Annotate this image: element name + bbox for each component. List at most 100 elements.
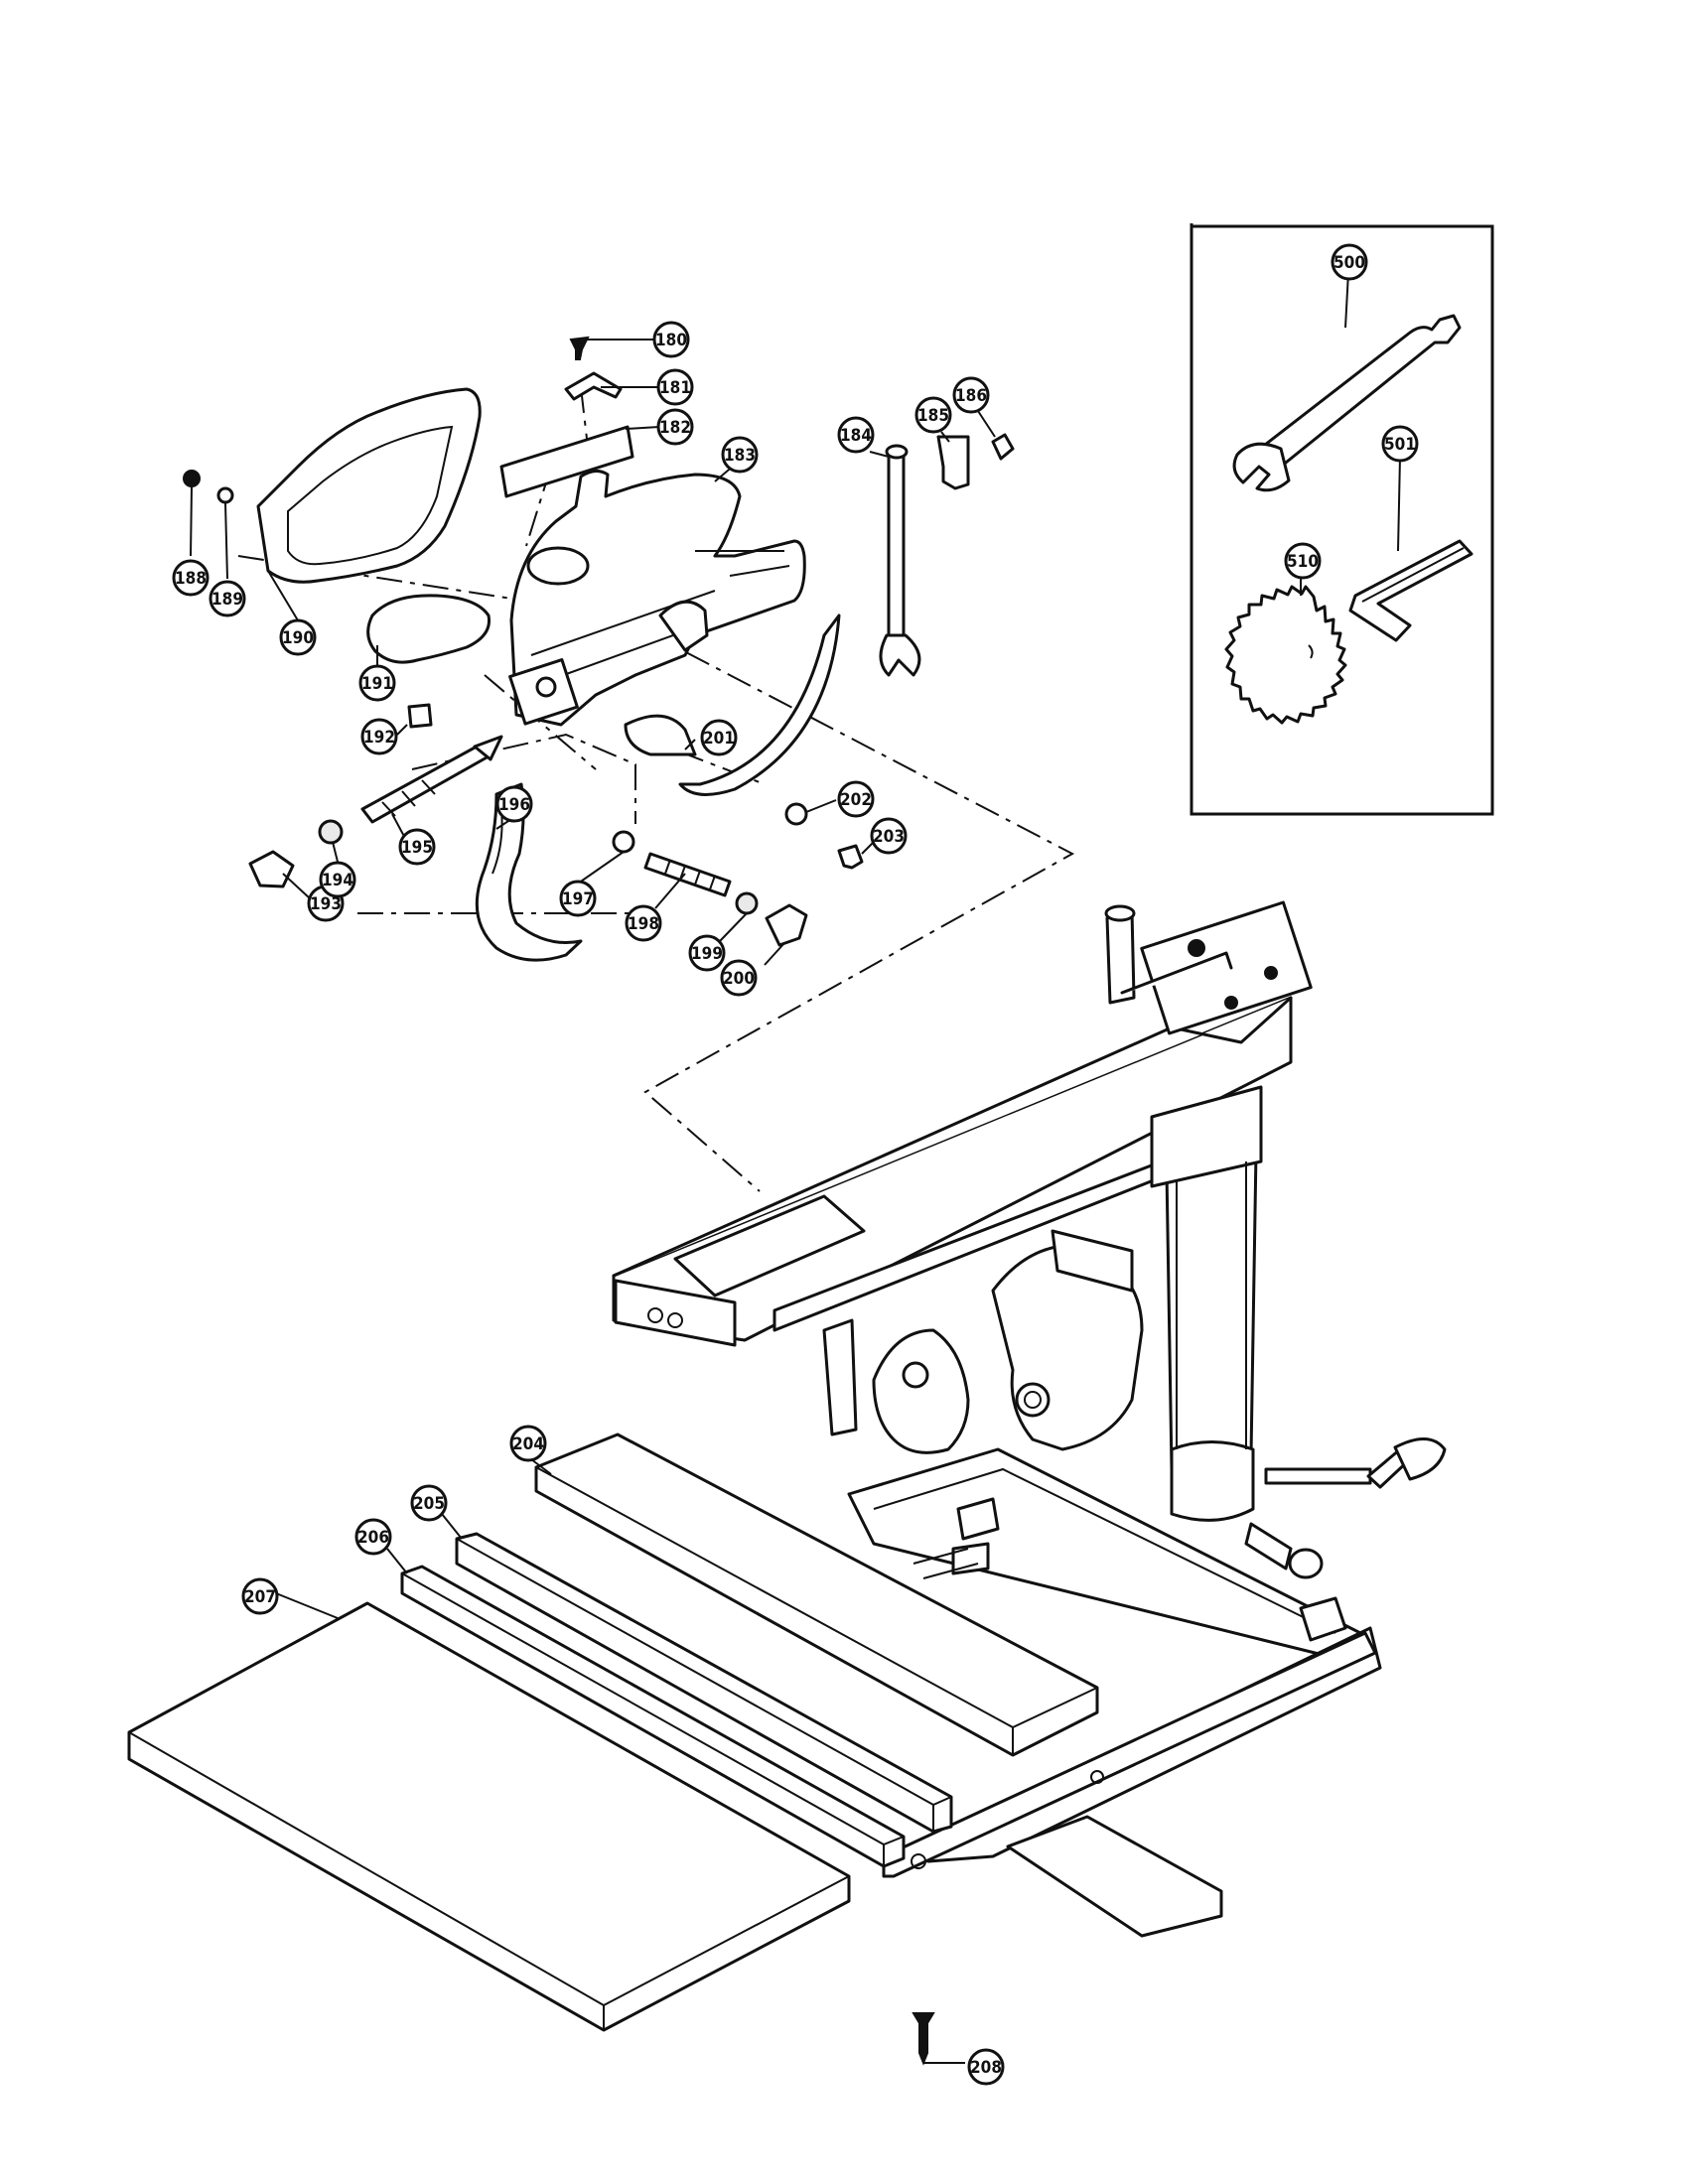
- elevation-crank: [1244, 1437, 1447, 1579]
- callout-501: 501: [1381, 425, 1419, 463]
- callout-189: 189: [209, 580, 246, 617]
- callout-circle: [241, 1577, 279, 1615]
- callout-circle: [837, 416, 875, 454]
- rod-198: [643, 852, 732, 897]
- callout-188: 188: [172, 559, 210, 597]
- board-207: [127, 1601, 851, 2032]
- callout-label: 188: [175, 569, 207, 589]
- square-nut-192: [407, 703, 433, 729]
- hex-key-501: [1348, 539, 1474, 642]
- callout-label: 193: [310, 894, 342, 914]
- bracket-185: [936, 435, 970, 490]
- callout-circle: [721, 436, 759, 474]
- callout-190: 190: [279, 618, 317, 656]
- callout-circle: [914, 396, 952, 434]
- callout-label: 181: [659, 378, 691, 398]
- callout-circle: [652, 321, 690, 358]
- callout-circle: [559, 880, 597, 917]
- board-205: [455, 1532, 953, 1834]
- callout-circle: [398, 828, 436, 866]
- callout-208: 208: [967, 2048, 1005, 2086]
- callout-206: 206: [354, 1518, 392, 1556]
- callout-circle: [410, 1484, 448, 1522]
- callout-label: 501: [1384, 435, 1416, 455]
- callout-label: 200: [723, 969, 755, 989]
- callout-196: 196: [495, 785, 533, 823]
- callout-label: 185: [917, 406, 949, 426]
- callout-circle: [360, 718, 398, 755]
- callout-circle: [209, 580, 246, 617]
- nut-194: [318, 819, 344, 845]
- nut-199: [735, 891, 759, 915]
- callout-204: 204: [509, 1425, 547, 1462]
- callout-label: 195: [401, 838, 433, 858]
- screw-208: [912, 2012, 935, 2066]
- callout-label: 203: [873, 827, 905, 847]
- callout-circle: [870, 817, 908, 855]
- wrench-500: [1232, 314, 1462, 492]
- callout-207: 207: [241, 1577, 279, 1615]
- callout-circle: [495, 785, 533, 823]
- pad-191: [366, 594, 491, 664]
- leader-lines: [190, 271, 1401, 2064]
- callout-181: 181: [656, 368, 694, 406]
- callout-203: 203: [870, 817, 908, 855]
- callout-label: 208: [970, 2058, 1002, 2078]
- callout-label: 201: [703, 729, 735, 749]
- anti-kickback-201: [624, 614, 841, 796]
- callout-circle: [952, 376, 990, 414]
- front-guard-190: [256, 387, 482, 584]
- callout-circle: [1381, 425, 1419, 463]
- accessory-inset: [1190, 223, 1494, 816]
- callout-192: 192: [360, 718, 398, 755]
- callout-circle: [625, 904, 662, 942]
- clip-186: [991, 433, 1015, 461]
- callout-205: 205: [410, 1484, 448, 1522]
- arbor-screw-195: [360, 735, 503, 824]
- callout-label: 186: [955, 386, 987, 406]
- callout-label: 189: [211, 590, 243, 610]
- callout-circle: [1331, 243, 1368, 281]
- callout-circle: [700, 719, 738, 756]
- callout-label: 500: [1333, 253, 1365, 273]
- washer-189: [216, 486, 234, 504]
- callout-circle: [688, 934, 726, 972]
- inset-border: [1190, 223, 1494, 816]
- callout-label: 192: [363, 728, 395, 748]
- screw-203: [837, 844, 864, 870]
- clip-181: [564, 371, 623, 401]
- callout-label: 199: [691, 944, 723, 964]
- callout-label: 207: [244, 1587, 276, 1607]
- callout-label: 204: [512, 1434, 544, 1454]
- callout-label: 182: [659, 418, 691, 438]
- screw-188: [183, 470, 201, 487]
- callout-197: 197: [559, 880, 597, 917]
- callout-200: 200: [720, 959, 758, 997]
- callout-500: 500: [1331, 243, 1368, 281]
- callout-183: 183: [721, 436, 759, 474]
- callout-184: 184: [837, 416, 875, 454]
- callout-label: 202: [840, 790, 872, 810]
- column: [1150, 1085, 1263, 1522]
- callout-circle: [319, 861, 356, 898]
- callout-label: 190: [282, 628, 314, 648]
- callout-label: 198: [628, 914, 659, 934]
- callout-circle: [358, 664, 396, 702]
- overarm: [612, 900, 1313, 1347]
- callout-circle: [967, 2048, 1005, 2086]
- saw-blade-510: [1224, 585, 1347, 725]
- callout-510: 510: [1284, 542, 1322, 580]
- callout-label: 205: [413, 1494, 445, 1514]
- callout-194: 194: [319, 861, 356, 898]
- washer-202: [784, 802, 808, 826]
- upper-guard-183: [508, 470, 806, 727]
- callout-202: 202: [837, 780, 875, 818]
- base-frame: [847, 1447, 1382, 1938]
- board-206: [400, 1565, 906, 1868]
- callout-185: 185: [914, 396, 952, 434]
- callout-182: 182: [656, 408, 694, 446]
- screw-180: [569, 336, 590, 360]
- motor-yoke: [822, 1229, 1144, 1454]
- callout-201: 201: [700, 719, 738, 756]
